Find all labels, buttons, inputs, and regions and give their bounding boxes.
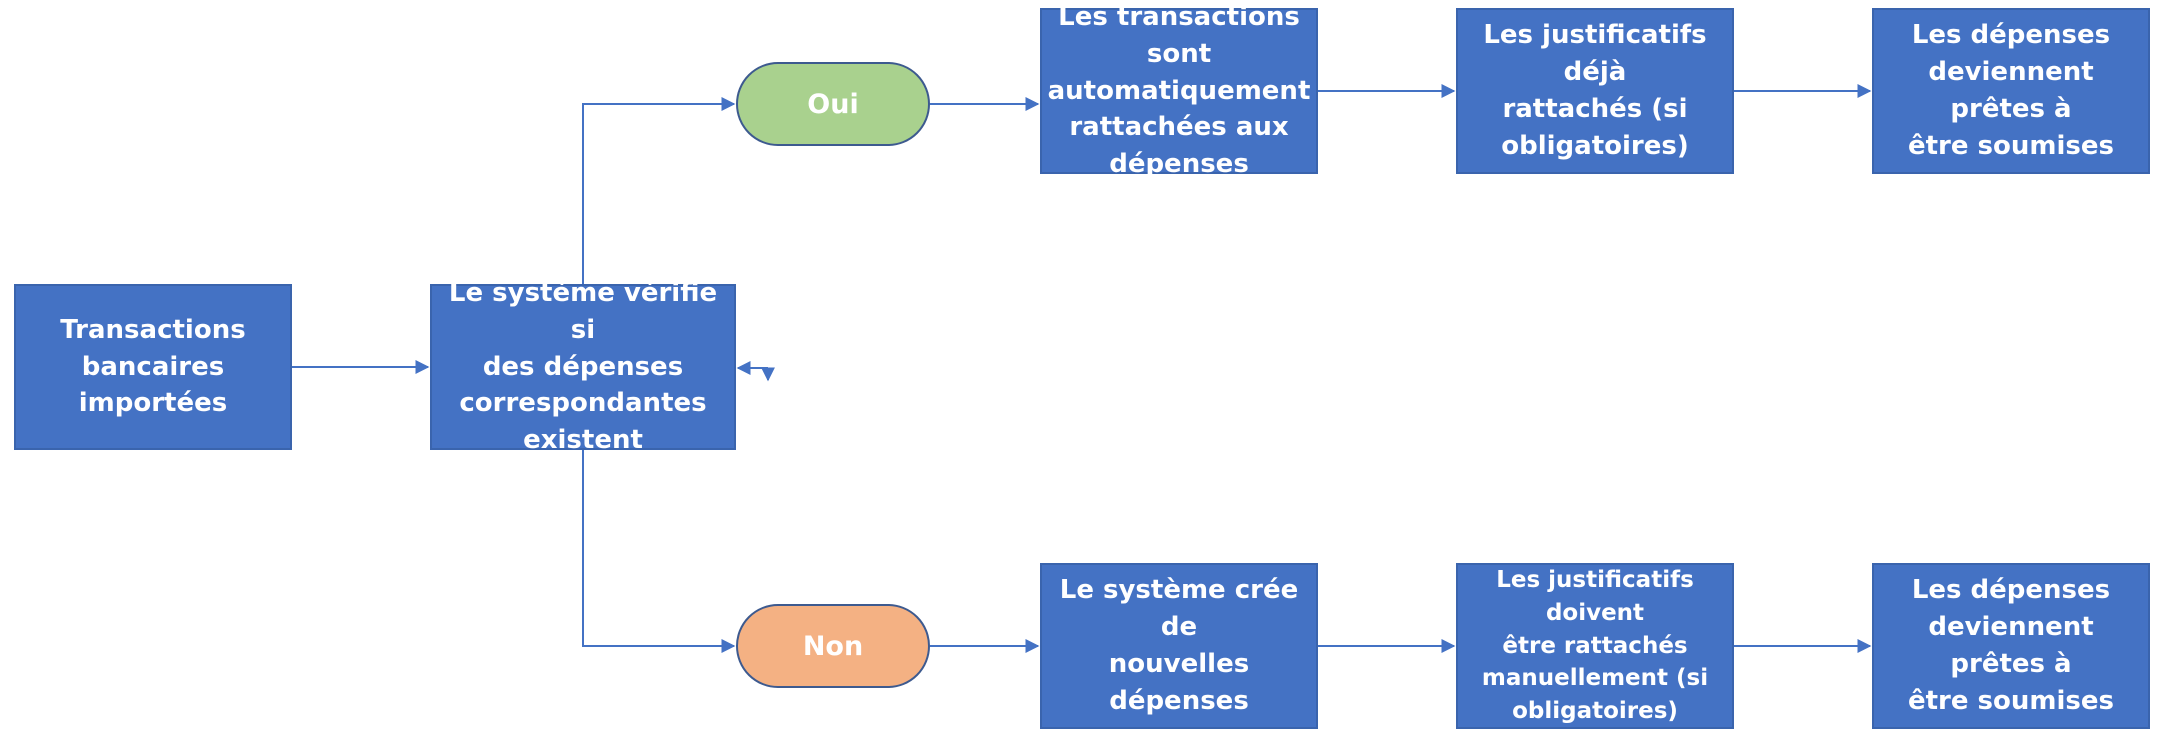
decision-no: Non	[736, 604, 930, 688]
edge-check-to-yes	[582, 97, 736, 284]
node-expenses-ready-yes: Les dépenses deviennent prêtes à être so…	[1872, 8, 2150, 174]
node-receipts-manual: Les justificatifs doivent être rattachés…	[1456, 563, 1734, 729]
node-receipts-already-attached: Les justificatifs déjà rattachés (si obl…	[1456, 8, 1734, 174]
node-system-creates-expenses: Le système crée de nouvelles dépenses	[1040, 563, 1318, 729]
node-expenses-ready-no: Les dépenses deviennent prêtes à être so…	[1872, 563, 2150, 729]
edge-check-to-no	[582, 450, 736, 653]
node-imported-transactions: Transactions bancaires importées	[14, 284, 292, 450]
decision-yes: Oui	[736, 62, 930, 146]
node-auto-attached: Les transactions sont automatiquement ra…	[1040, 2, 1318, 179]
node-system-checks-expenses: Le système vérifie si des dépenses corre…	[430, 278, 736, 455]
